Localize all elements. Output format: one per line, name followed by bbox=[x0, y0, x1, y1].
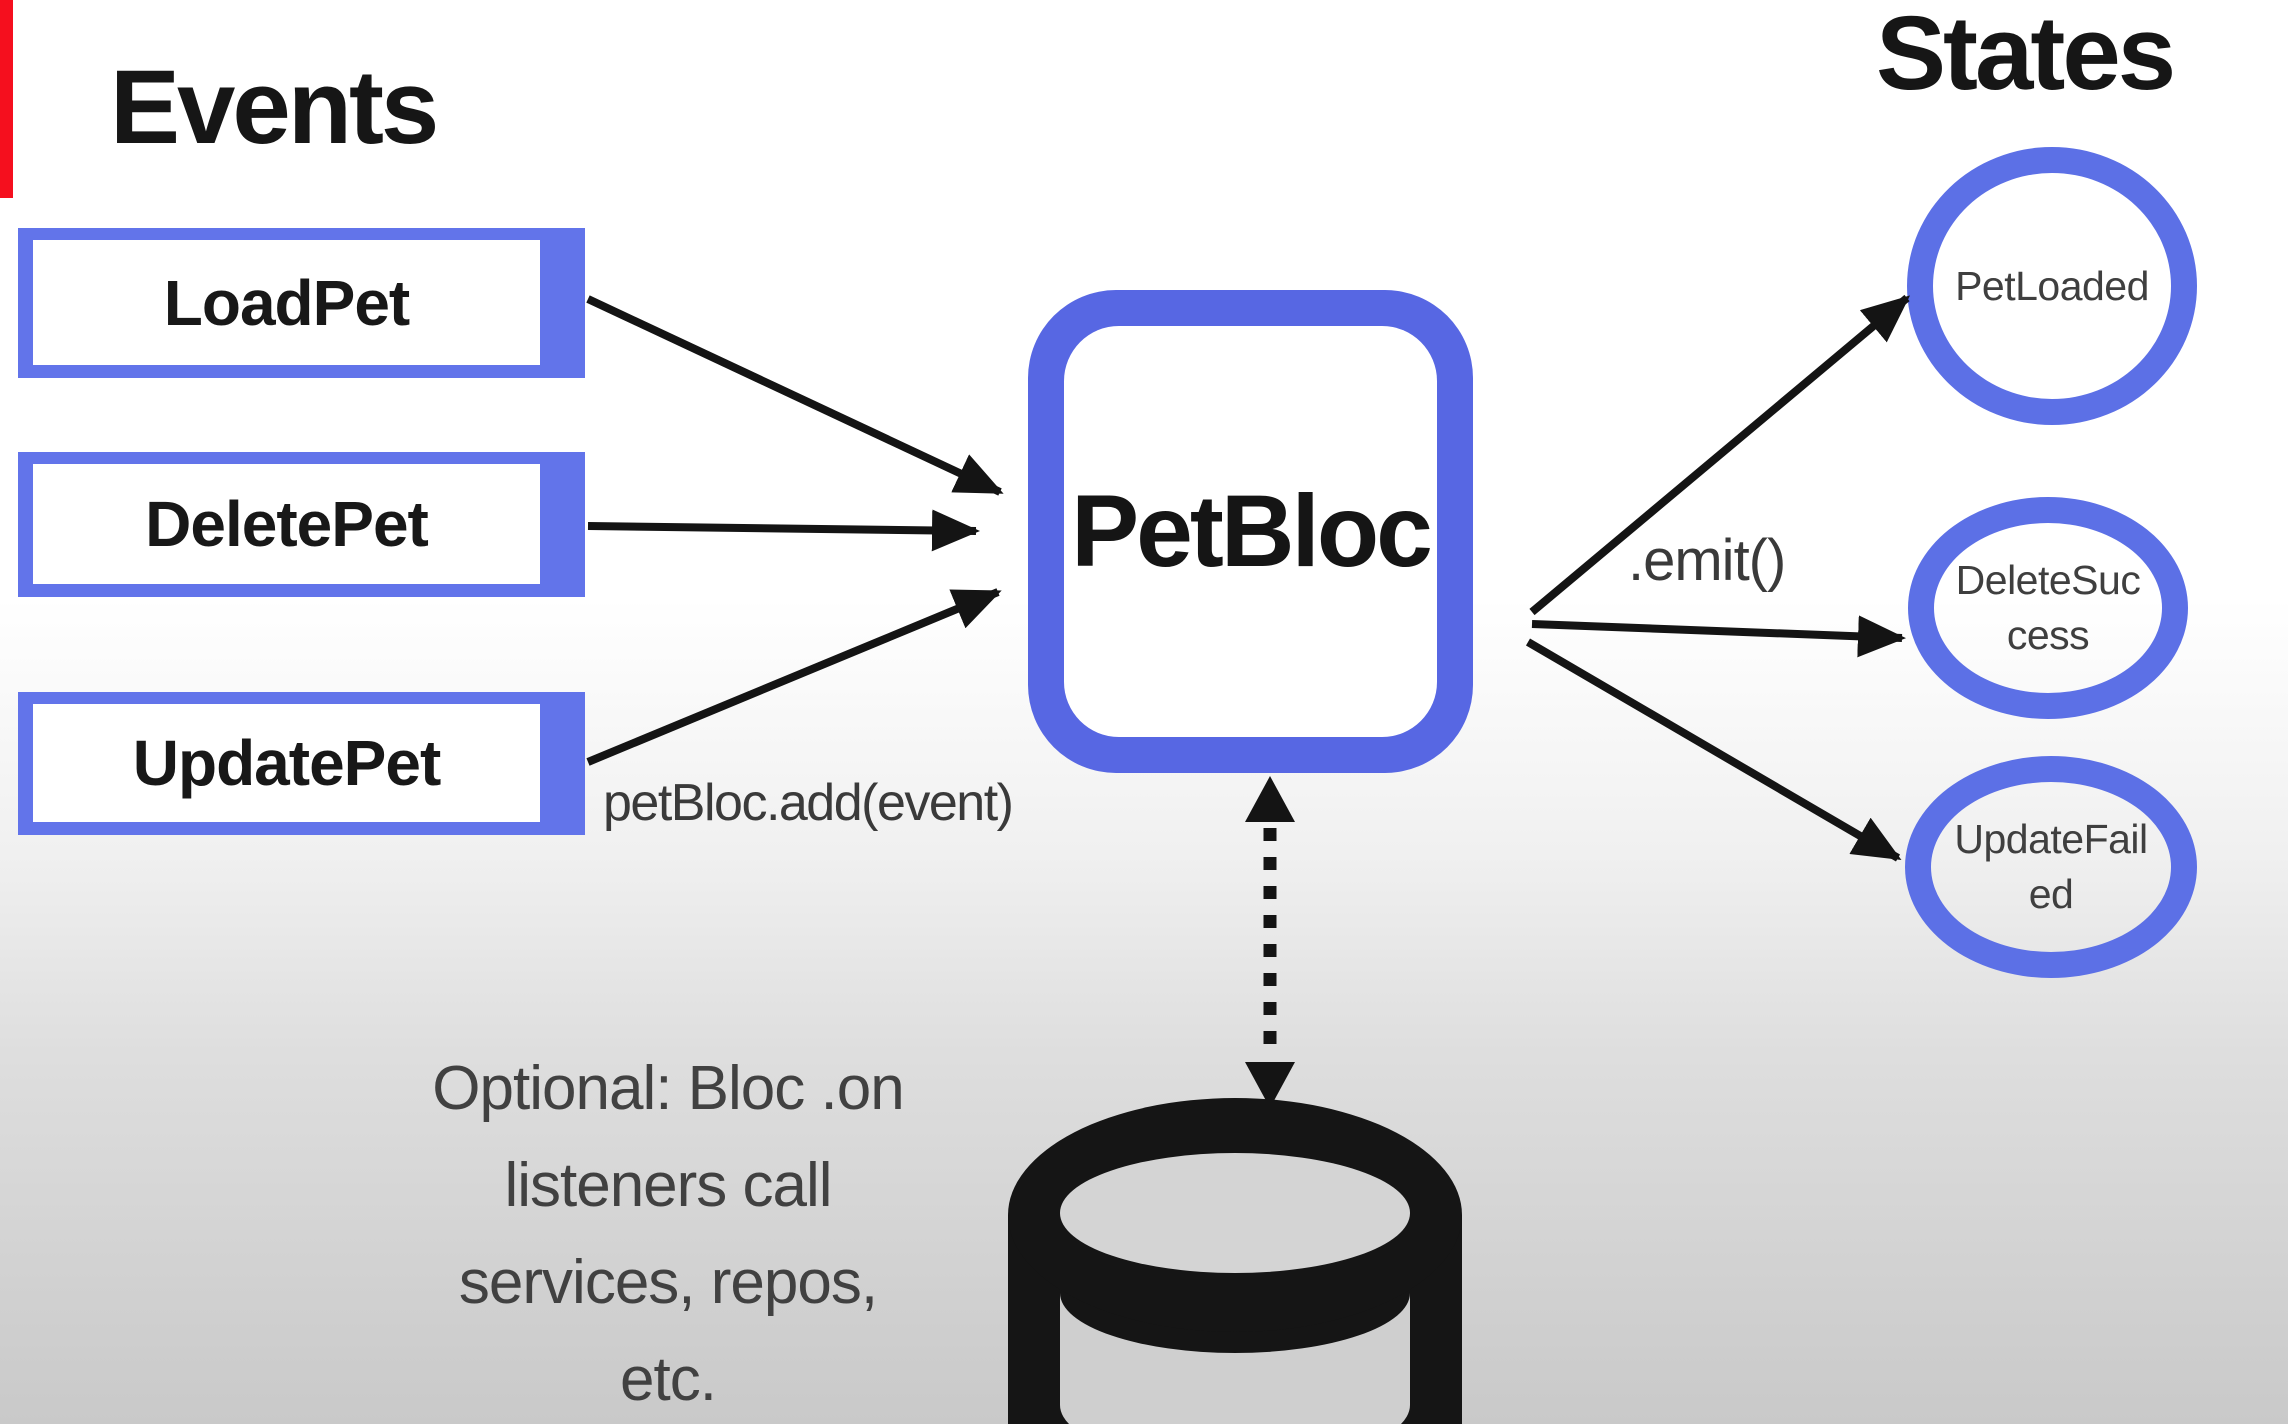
event-label-loadpet: LoadPet bbox=[163, 266, 410, 339]
event-box-deletepet-inner: DeletePet bbox=[33, 464, 540, 584]
petbloc-label: PetBloc bbox=[1071, 474, 1433, 588]
states-heading: States bbox=[1876, 0, 2176, 112]
arrow-updatepet-to-petbloc bbox=[586, 588, 1002, 766]
state-circle-deletesuccess: DeleteSuc cess bbox=[1908, 497, 2188, 719]
state-label-updatefailed-line1: UpdateFail bbox=[1954, 816, 2148, 862]
event-box-updatepet-inner: UpdatePet bbox=[33, 704, 540, 822]
state-label-deletesuccess-line2: cess bbox=[2006, 612, 2090, 658]
arrow-petbloc-to-deletesuccess bbox=[1531, 615, 1906, 658]
event-box-deletepet: DeletePet bbox=[18, 452, 585, 597]
event-label-updatepet: UpdatePet bbox=[132, 727, 441, 799]
optional-note-line4: etc. bbox=[620, 1345, 717, 1414]
add-event-annotation: petBloc.add(event) bbox=[603, 774, 1014, 832]
state-label-updatefailed-line2: ed bbox=[2028, 871, 2074, 917]
red-edge-marker bbox=[0, 0, 13, 198]
state-circle-petloaded: PetLoaded bbox=[1907, 147, 2197, 425]
arrow-petbloc-to-updatefailed bbox=[1525, 638, 1902, 862]
event-label-deletepet: DeletePet bbox=[145, 488, 429, 560]
optional-note-line2: listeners call bbox=[504, 1151, 832, 1220]
petbloc-box: PetBloc bbox=[1028, 290, 1473, 773]
event-box-loadpet-inner: LoadPet bbox=[33, 240, 540, 365]
state-circle-updatefailed: UpdateFail ed bbox=[1905, 756, 2197, 978]
optional-note: Optional: Bloc .on listeners call servic… bbox=[388, 1040, 948, 1424]
optional-note-line3: services, repos, bbox=[458, 1248, 878, 1317]
event-box-loadpet: LoadPet bbox=[18, 228, 585, 378]
database-icon bbox=[1008, 1098, 1462, 1424]
arrow-deletepet-to-petbloc bbox=[587, 509, 980, 552]
petbloc-box-inner: PetBloc bbox=[1064, 326, 1437, 737]
state-label-petloaded-line1: PetLoaded bbox=[1955, 262, 2149, 309]
events-heading: Events bbox=[110, 49, 439, 166]
arrow-loadpet-to-petbloc bbox=[586, 295, 1004, 496]
event-box-updatepet: UpdatePet bbox=[18, 692, 585, 835]
state-label-deletesuccess-line1: DeleteSuc bbox=[1955, 557, 2141, 603]
dotted-double-arrow-icon bbox=[1245, 776, 1295, 1108]
optional-note-line1: Optional: Bloc .on bbox=[432, 1054, 904, 1123]
emit-annotation: .emit() bbox=[1628, 528, 1786, 593]
